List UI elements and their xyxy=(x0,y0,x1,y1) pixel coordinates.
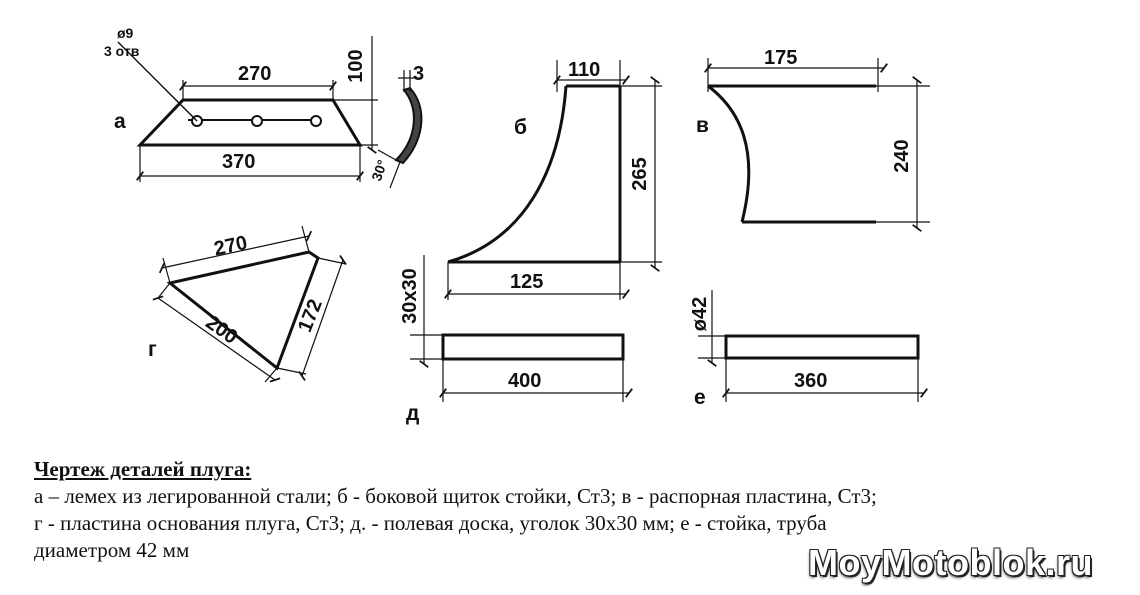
part-b-top-width: 110 xyxy=(568,59,600,81)
part-d-landside xyxy=(410,255,633,402)
site-watermark: MoyMotoblok.ru xyxy=(808,542,1093,583)
part-a-thickness: 3 xyxy=(413,63,424,85)
part-b-height: 265 xyxy=(629,157,651,190)
part-e-post xyxy=(698,290,928,402)
part-b-bottom-length: 125 xyxy=(510,271,543,293)
part-v-height: 240 xyxy=(891,139,913,172)
part-a-share xyxy=(117,36,423,189)
part-a-hole-diameter: ø9 xyxy=(117,25,134,41)
caption-line-1: а – лемех из легированной стали; б - бок… xyxy=(34,484,877,508)
part-e-letter: е xyxy=(694,386,706,409)
part-g-side-top: 270 xyxy=(212,232,249,260)
part-e-length: 360 xyxy=(794,370,827,392)
caption-title: Чертеж деталей плуга: xyxy=(34,457,252,481)
part-a-letter: а xyxy=(114,110,126,133)
part-v-spacer-plate xyxy=(704,58,930,232)
drawing-caption: Чертеж деталей плуга: а – лемех из легир… xyxy=(34,456,1134,564)
part-g-side-right: 172 xyxy=(294,296,327,335)
part-d-length: 400 xyxy=(508,370,541,392)
part-a-hole-count: 3 отв xyxy=(104,43,140,59)
part-b-letter: б xyxy=(514,116,527,139)
part-e-pipe-diameter: ø42 xyxy=(689,297,711,331)
part-b-side-shield xyxy=(444,60,662,300)
caption-line-3: диаметром 42 мм xyxy=(34,538,190,562)
part-v-top-width: 175 xyxy=(764,47,797,69)
part-g-base-plate xyxy=(152,225,347,383)
part-d-angle-size: 30x30 xyxy=(399,268,421,324)
part-g-letter: г xyxy=(148,338,157,361)
part-a-height: 100 xyxy=(345,49,367,82)
part-v-letter: в xyxy=(696,114,709,137)
part-a-bottom-length: 370 xyxy=(222,151,255,173)
part-a-angle: 30° xyxy=(368,158,390,183)
part-g-side-left: 200 xyxy=(201,312,241,349)
part-a-top-length: 270 xyxy=(238,63,271,85)
caption-line-2: г - пластина основания плуга, Ст3; д. - … xyxy=(34,511,827,535)
part-d-letter: д xyxy=(406,402,419,425)
